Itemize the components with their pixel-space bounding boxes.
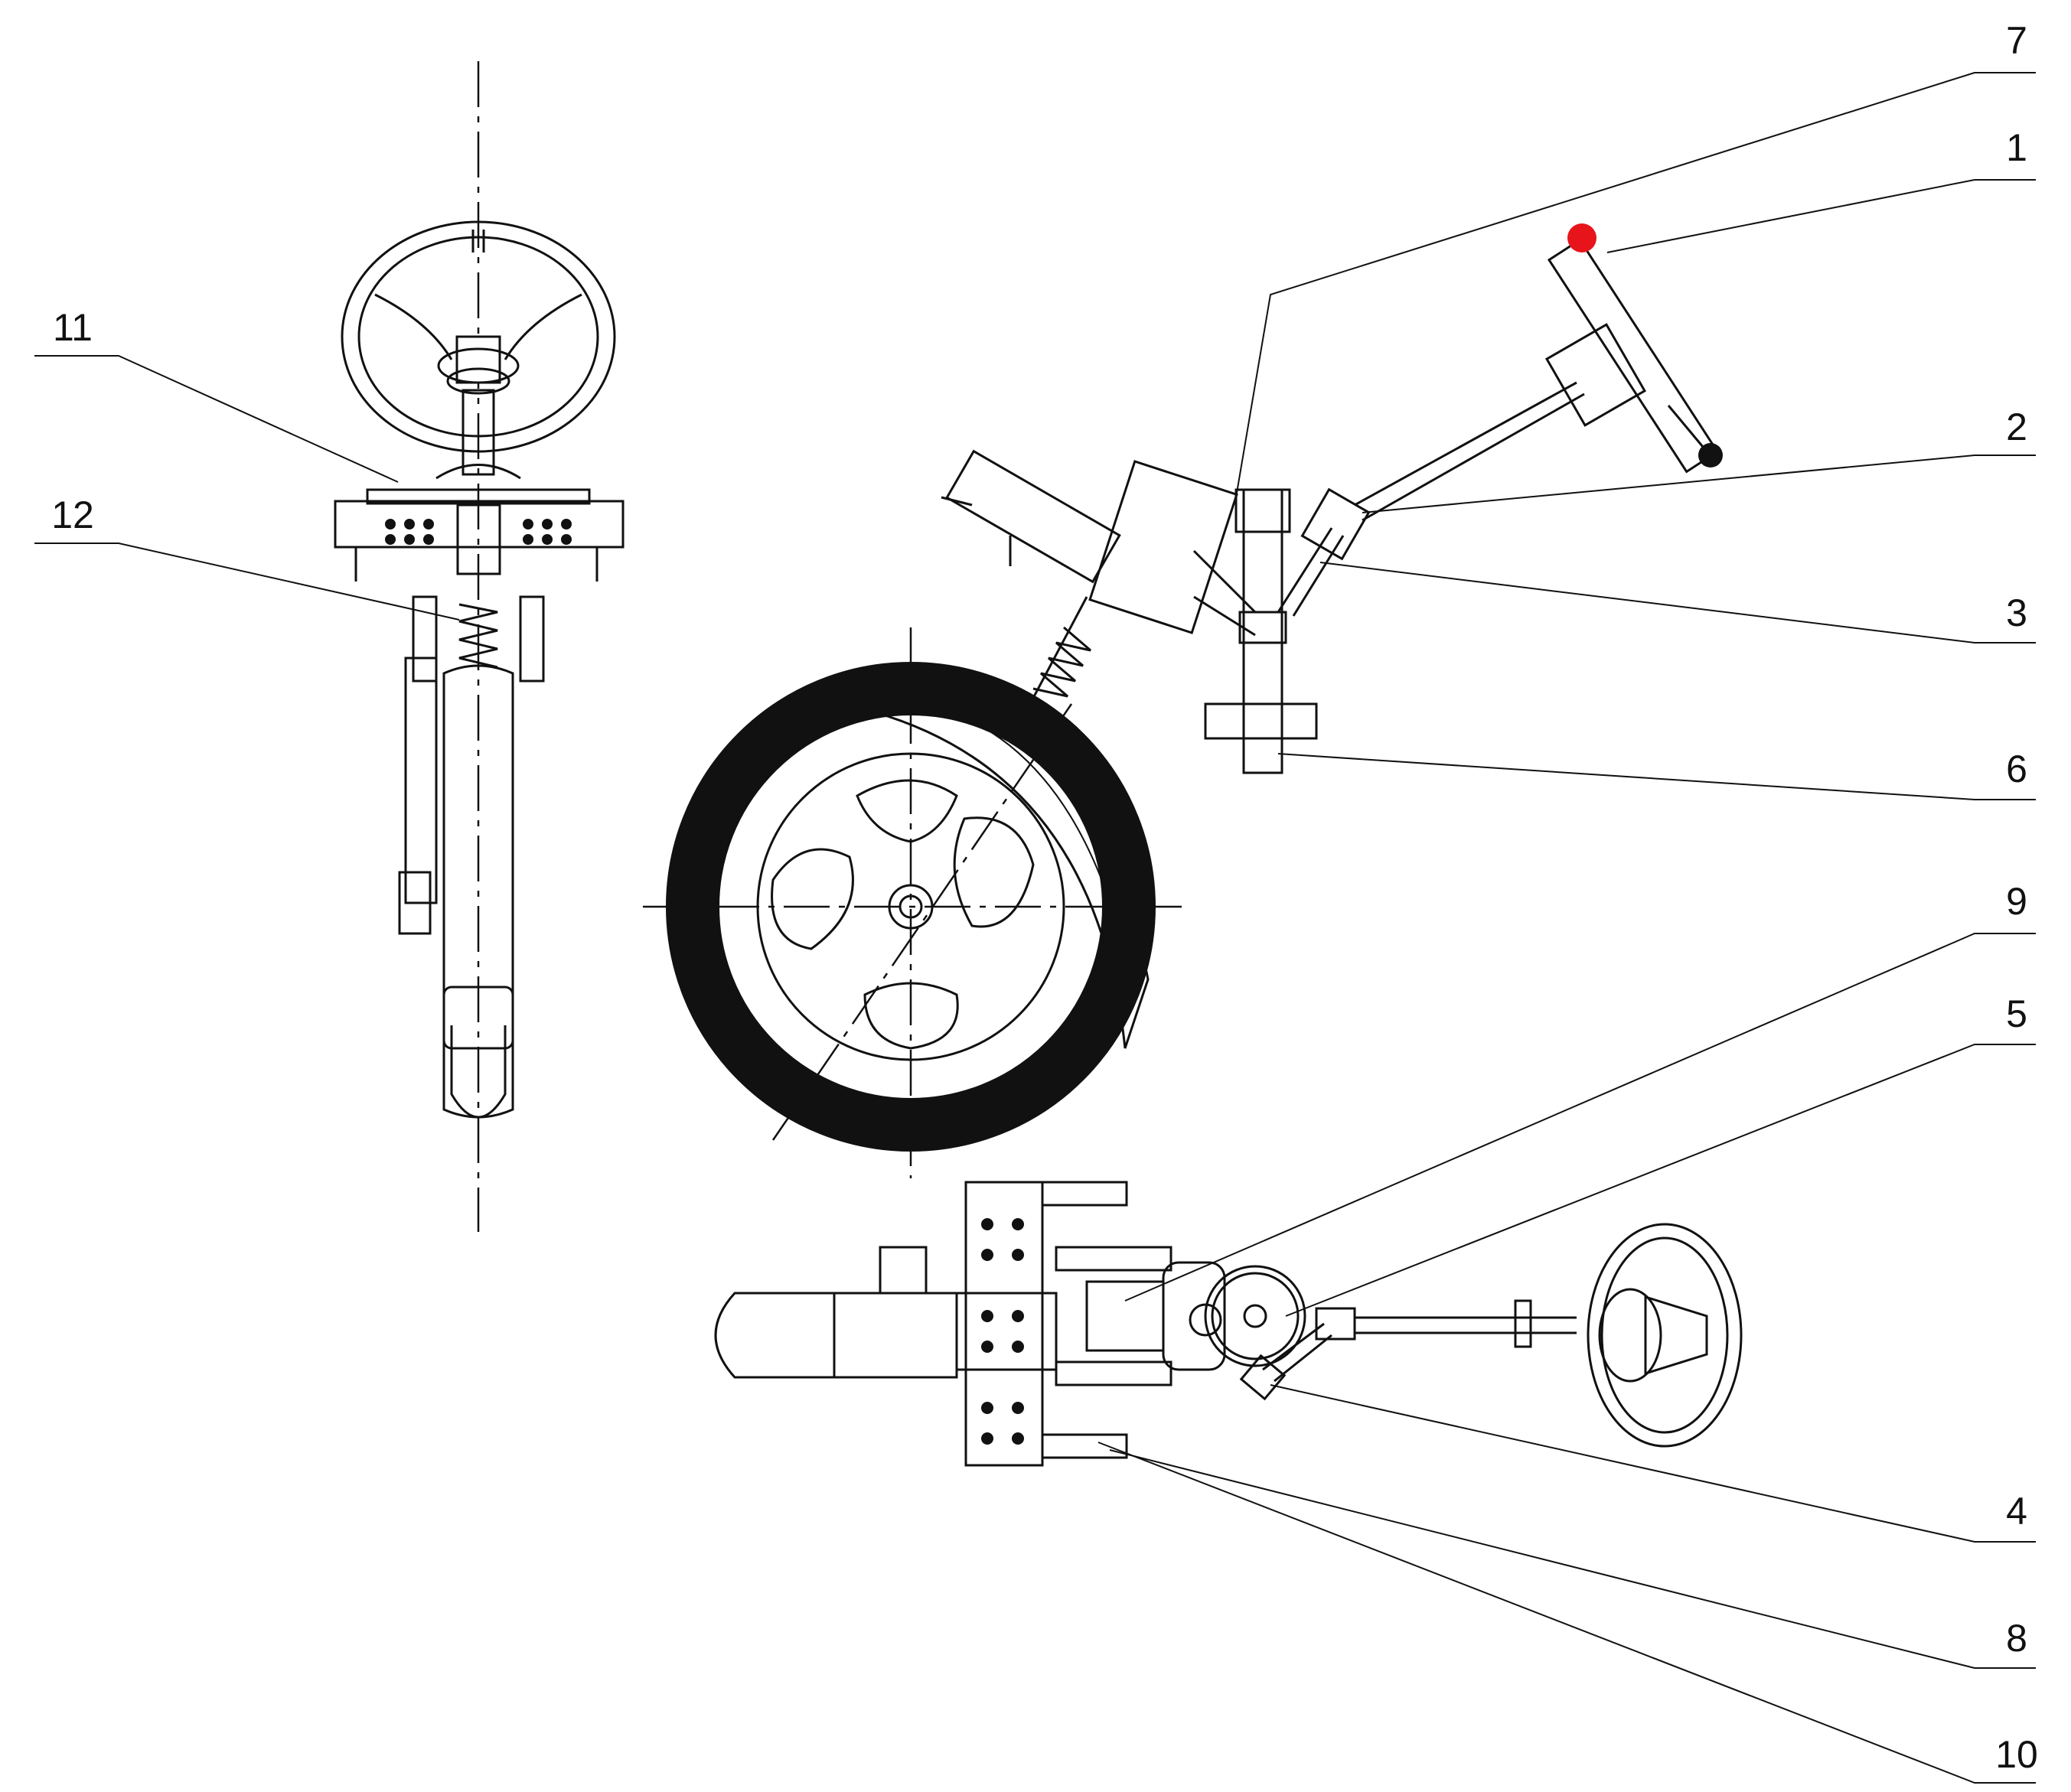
callout-5: 5 (2006, 992, 2027, 1035)
front-view (334, 61, 625, 1232)
red-marker (1567, 223, 1596, 253)
callout-labels: 7 1 2 3 6 9 5 4 8 10 11 12 (51, 19, 2038, 1776)
callout-1: 1 (2006, 126, 2027, 169)
callout-10: 10 (1995, 1733, 2038, 1776)
top-view-bolts (981, 1218, 1024, 1445)
top-view (714, 1181, 1743, 1467)
leader-lines (34, 72, 2036, 1784)
callout-11: 11 (53, 306, 93, 349)
callout-6: 6 (2006, 748, 2027, 790)
callout-2: 2 (2006, 406, 2027, 448)
callout-9: 9 (2006, 880, 2027, 923)
callout-3: 3 (2006, 591, 2027, 634)
bolt-row-left (385, 519, 434, 545)
side-view (643, 223, 1723, 1178)
callout-8: 8 (2006, 1617, 2027, 1660)
callout-7: 7 (2006, 19, 2027, 62)
callout-4: 4 (2006, 1490, 2027, 1533)
bolt-row-right (523, 519, 572, 545)
callout-12: 12 (51, 494, 94, 536)
